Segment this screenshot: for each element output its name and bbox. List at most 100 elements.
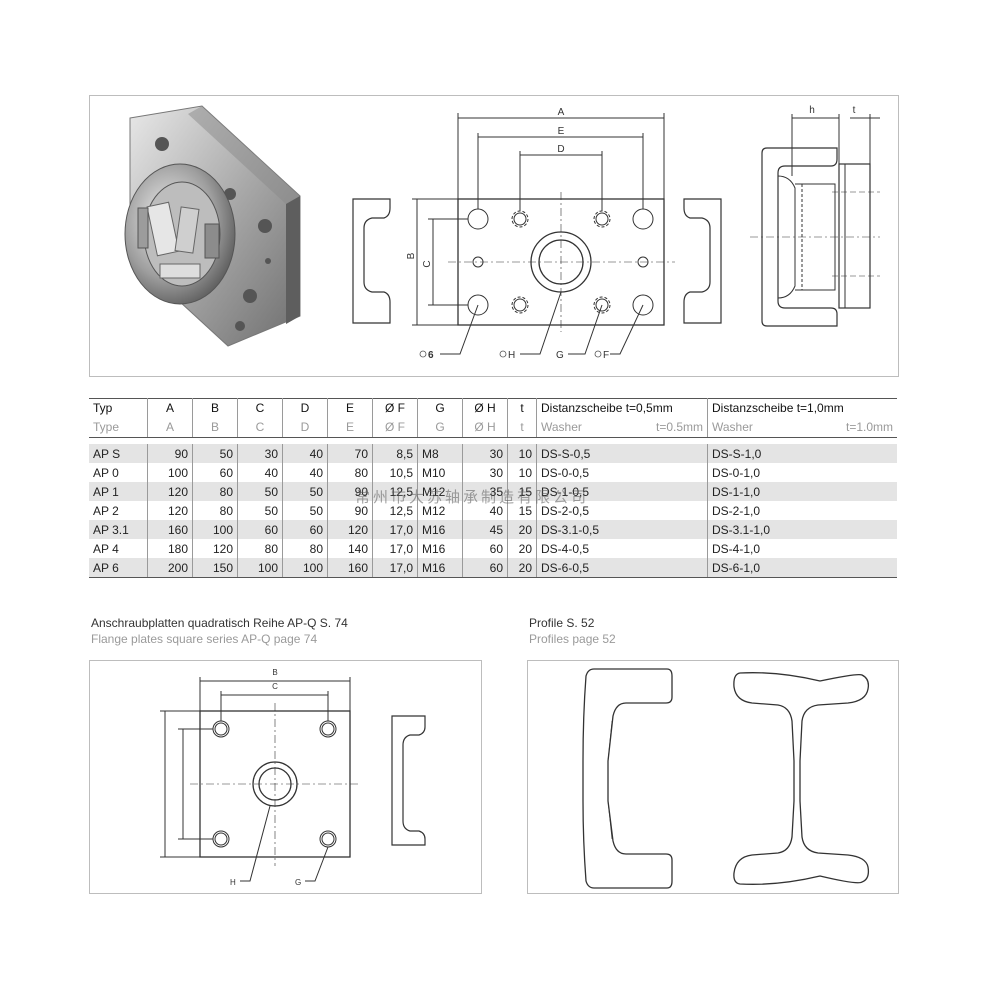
caption-en: Profiles page 52 (529, 632, 616, 646)
table-cell: 90 (327, 501, 373, 520)
front-view-labels: A E D B C 6 H G F (406, 107, 609, 361)
table-cell: 40 (237, 463, 283, 482)
th-t-en: t (507, 417, 537, 438)
th-washer-05-en: Washer t=0.5mm (536, 417, 708, 438)
th-washer-10: Distanzscheibe t=1,0mm (707, 398, 897, 417)
table-cell: 60 (192, 463, 238, 482)
dim-label-d: D (557, 144, 564, 155)
caption-de: Profile S. 52 (529, 616, 595, 630)
table-cell: 40 (282, 444, 328, 463)
table-cell: 17,0 (372, 520, 418, 539)
table-cell: 30 (462, 463, 508, 482)
square-plate-panel: B C H G (89, 660, 482, 894)
table-cell: AP 2 (89, 501, 148, 520)
dim-label-h: h (809, 105, 815, 116)
table-cell: 70 (327, 444, 373, 463)
table-cell: 17,0 (372, 539, 418, 558)
table-cell: 20 (507, 520, 537, 539)
table-cell: AP 1 (89, 482, 148, 501)
dim-label-t: t (853, 105, 856, 116)
th-d-en: D (282, 417, 328, 438)
washer-thickness: t=1.0mm (845, 420, 893, 434)
th-b-en: B (192, 417, 238, 438)
table-cell: M16 (417, 520, 463, 539)
square-plate-svg: B C H G (160, 668, 426, 887)
table-cell: 17,0 (372, 558, 418, 578)
table-cell: 60 (462, 558, 508, 578)
table-cell: DS-1-1,0 (707, 482, 897, 501)
table-cell: 10 (507, 463, 537, 482)
table-cell: 20 (507, 539, 537, 558)
table-cell: 15 (507, 501, 537, 520)
table-cell: 60 (237, 520, 283, 539)
table-cell: DS-S-0,5 (536, 444, 708, 463)
table-cell: 100 (282, 558, 328, 578)
washer-label: Washer (541, 420, 582, 434)
table-cell: M10 (417, 463, 463, 482)
table-cell: DS-3.1-1,0 (707, 520, 897, 539)
c-profile-inner (607, 720, 613, 840)
dim-label-e: E (558, 126, 565, 137)
th-h: Ø H (462, 398, 508, 417)
spec-table: Typ A B C D E Ø F G Ø H t Distanzscheibe… (89, 398, 897, 578)
table-cell: 200 (147, 558, 193, 578)
table-cell: 160 (327, 558, 373, 578)
dim-label-b: B (272, 668, 277, 677)
table-cell: AP 4 (89, 539, 148, 558)
table-cell: 120 (147, 482, 193, 501)
table-cell: 50 (282, 482, 328, 501)
table-cell: AP 6 (89, 558, 148, 578)
th-c: C (237, 398, 283, 417)
table-cell: DS-1-0,5 (536, 482, 708, 501)
table-cell: 10 (507, 444, 537, 463)
caption-de: Anschraubplatten quadratisch Reihe AP-Q … (91, 616, 348, 630)
th-type-en: Type (89, 417, 148, 438)
table-cell: DS-6-1,0 (707, 558, 897, 578)
table-cell: 60 (282, 520, 328, 539)
washer-label: Washer (712, 420, 753, 434)
table-cell: 60 (462, 539, 508, 558)
table-cell: 100 (147, 463, 193, 482)
dim-label-c: C (422, 260, 433, 267)
washer-thickness: t=0.5mm (655, 420, 703, 434)
table-cell: 140 (327, 539, 373, 558)
table-cell: AP S (89, 444, 148, 463)
table-cell: M12 (417, 501, 463, 520)
th-washer-05: Distanzscheibe t=0,5mm (536, 398, 708, 417)
table-cell: 120 (147, 501, 193, 520)
th-f-en: Ø F (372, 417, 418, 438)
th-g: G (417, 398, 463, 417)
table-cell: 12,5 (372, 482, 418, 501)
square-plate-drawing (160, 677, 360, 882)
table-cell: M16 (417, 558, 463, 578)
caption-profiles: Profile S. 52 Profiles page 52 (529, 615, 616, 647)
table-cell: DS-S-1,0 (707, 444, 897, 463)
c-profile-drawing (582, 668, 673, 889)
th-b: B (192, 398, 238, 417)
table-cell: 100 (192, 520, 238, 539)
table-cell: AP 0 (89, 463, 148, 482)
table-cell: DS-3.1-0,5 (536, 520, 708, 539)
th-t: t (507, 398, 537, 417)
i-profile-drawing (733, 672, 870, 885)
table-cell: 100 (237, 558, 283, 578)
table-cell: 80 (192, 501, 238, 520)
table-cell: 30 (237, 444, 283, 463)
th-a-en: A (147, 417, 193, 438)
profile-right-view (683, 198, 722, 324)
table-cell: 90 (327, 482, 373, 501)
table-cell: AP 3.1 (89, 520, 148, 539)
caption-en: Flange plates square series AP-Q page 74 (91, 632, 318, 646)
th-g-en: G (417, 417, 463, 438)
table-cell: 30 (462, 444, 508, 463)
table-cell: 120 (327, 520, 373, 539)
th-a: A (147, 398, 193, 417)
profiles-svg (582, 668, 870, 889)
table-cell: 40 (462, 501, 508, 520)
table-cell: 35 (462, 482, 508, 501)
th-e: E (327, 398, 373, 417)
